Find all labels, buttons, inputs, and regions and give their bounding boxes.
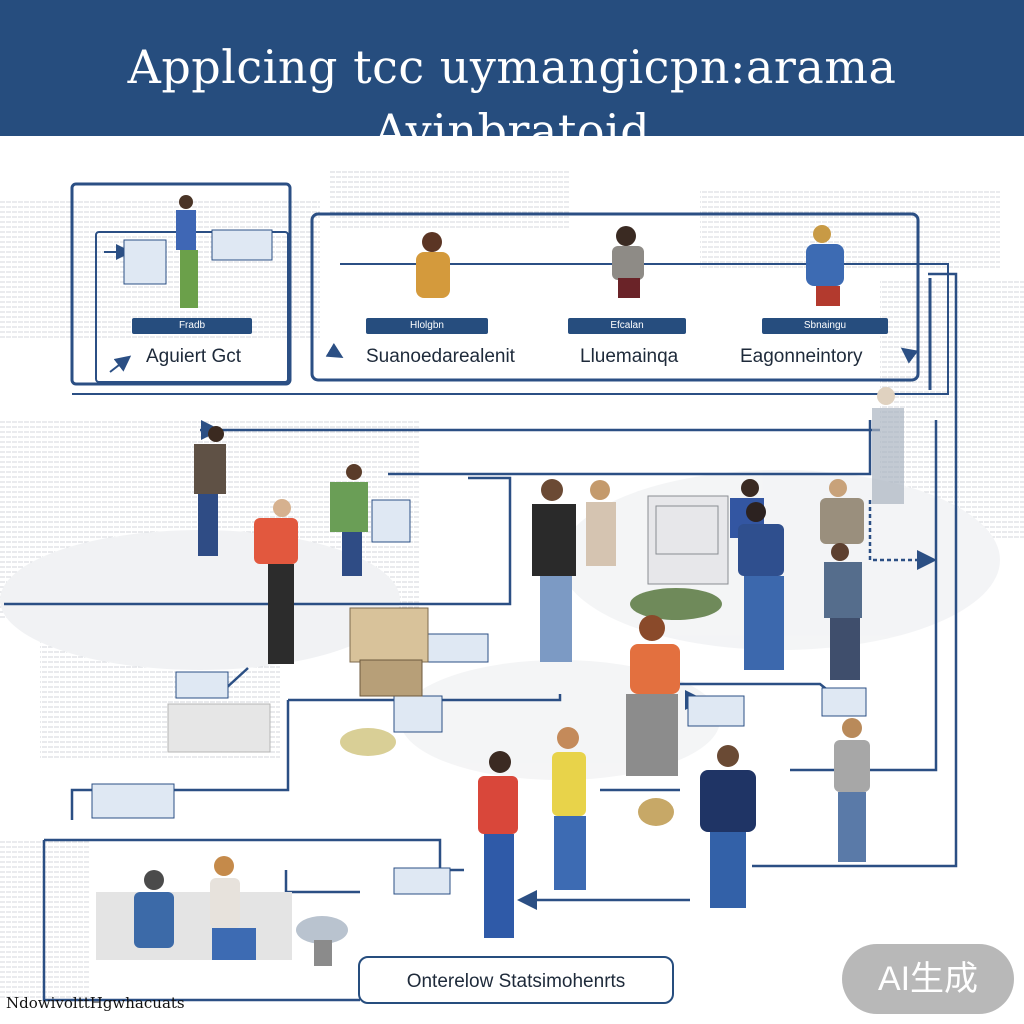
person-figure [738,502,784,670]
card-label-2: Lluemainqa [580,346,679,367]
page-subtitle: Avinbratoid [373,104,651,136]
person-figure [834,718,870,862]
outcome-box: Onterelow Statsimohenrts [358,956,674,1004]
building-illustrations [96,495,729,966]
left-card-chip: Fradb [132,318,252,334]
person-figure [416,232,450,298]
person-figure [820,479,864,544]
card-chip-1: Hlolgbn [366,318,488,334]
title-banner: Applcing tcc uymangicpn:arama Avinbratoi… [0,0,1024,136]
person-figure [700,745,756,908]
card-chip-2: Efcalan [568,318,686,334]
person-figure [254,499,298,664]
page-title: Applcing tcc uymangicpn:arama [127,40,897,94]
small-tags [91,229,867,895]
person-figure [872,387,904,504]
left-card-label: Aguiert Gct [146,346,242,367]
card-label-3: Eagonneintory [740,346,863,367]
person-figure [612,226,644,298]
person-figure [586,480,616,566]
person-figure [210,856,256,960]
person-figure [478,751,518,938]
people-figures [134,195,904,960]
person-figure [824,543,862,680]
person-figure [176,195,198,308]
person-figure [552,727,586,890]
person-figure [194,426,226,556]
person-figure [330,464,368,576]
card-label-1: Suanoedarealenit [366,346,515,367]
ai-generated-watermark: AI生成 [842,944,1014,1014]
bottom-caption: NdowivolttHgwhacuats [6,994,185,1012]
person-figure [626,615,680,776]
card-chip-3: Sbnaingu [762,318,888,334]
person-figure [806,225,844,306]
person-figure [532,479,576,662]
person-figure [134,870,174,948]
process-diagram [0,170,1024,1002]
flow-lines [4,272,958,1002]
